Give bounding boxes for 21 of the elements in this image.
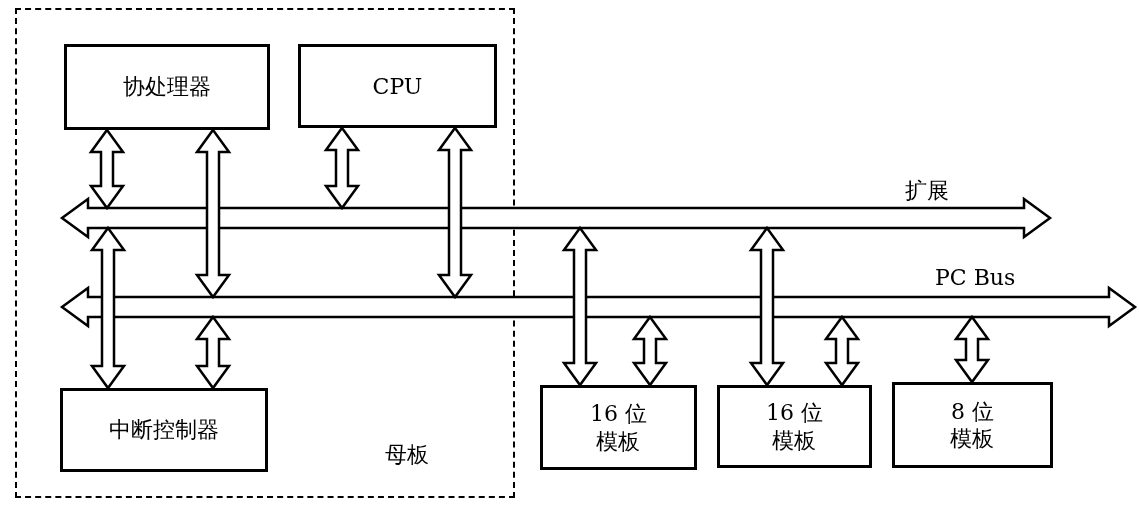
double-arrow [561, 225, 599, 388]
component-box: 中断控制器 [60, 388, 268, 472]
motherboard-frame [15, 8, 515, 498]
board-label: 母板 [385, 441, 429, 469]
double-arrow [436, 125, 474, 300]
module-box: 16 位模板 [717, 385, 872, 468]
bus-label: PC Bus [935, 265, 1016, 290]
component-box: CPU [298, 44, 497, 128]
double-arrow [194, 127, 232, 300]
double-arrow [953, 314, 991, 385]
double-arrow [89, 225, 127, 391]
module-box: 8 位模板 [892, 382, 1053, 468]
module-box: 16 位模板 [540, 385, 697, 470]
double-arrow [323, 125, 361, 211]
component-box: 协处理器 [64, 44, 270, 130]
double-arrow [823, 314, 861, 388]
double-arrow [748, 225, 786, 388]
bus-label: 扩展 [905, 177, 949, 205]
double-arrow [194, 314, 232, 391]
double-arrow [88, 127, 126, 211]
double-arrow [631, 314, 669, 388]
